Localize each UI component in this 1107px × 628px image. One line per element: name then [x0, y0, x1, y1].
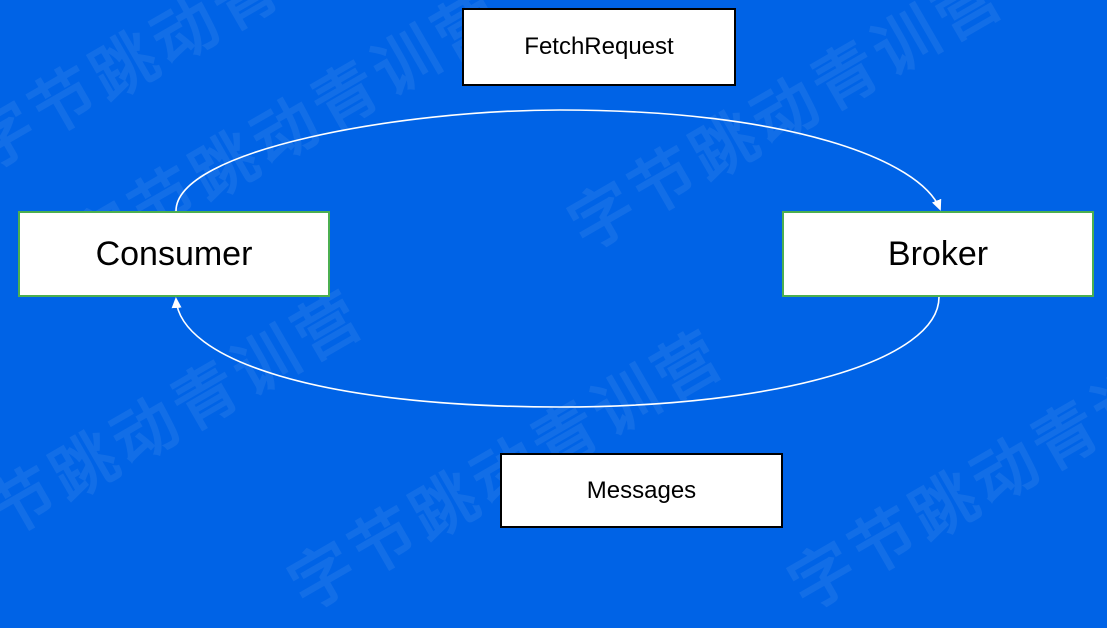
consumer-node: Consumer: [18, 211, 330, 297]
messages-label-box: Messages: [500, 453, 783, 528]
flow-arrows: [171, 109, 942, 408]
fetch-request-label: FetchRequest: [524, 33, 674, 60]
fetch-request-label-box: FetchRequest: [462, 8, 736, 86]
broker-label: Broker: [887, 234, 989, 273]
messages-arrow: [171, 296, 940, 408]
consumer-label: Consumer: [95, 234, 253, 273]
fetch-request-arrow: [175, 109, 942, 212]
messages-label: Messages: [586, 476, 697, 504]
broker-node: Broker: [782, 211, 1094, 297]
